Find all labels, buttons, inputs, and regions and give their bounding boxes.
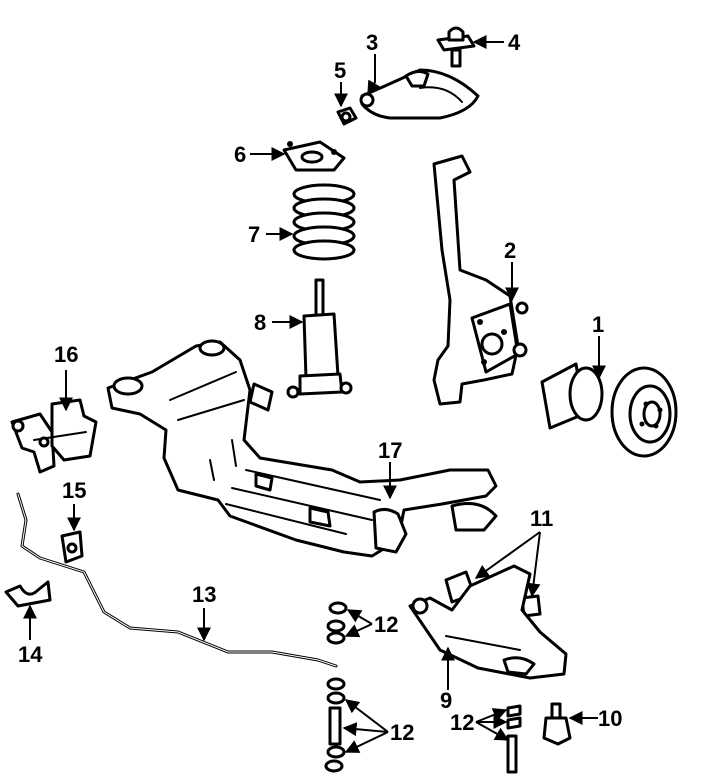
callout-5: 5 — [334, 58, 346, 83]
callout-11-leader-b — [526, 531, 541, 598]
link-bushings-upper-part — [326, 601, 348, 645]
front-crossmember-part — [106, 339, 498, 558]
callout-3-leader — [367, 54, 381, 96]
callout-17: 17 — [378, 438, 402, 463]
callout-12-right: 12 — [450, 710, 474, 735]
callout-12-bottom-leader-c — [344, 731, 389, 753]
lower-control-arm-part — [408, 564, 568, 680]
control-arm-bushing-part — [336, 106, 358, 126]
callout-13: 13 — [192, 582, 216, 607]
stabilizer-bar-part — [16, 492, 338, 668]
callout-12-top-leader-a — [346, 609, 373, 625]
coil-spring-part — [292, 183, 356, 261]
lower-ball-joint-part — [542, 702, 572, 746]
callout-12-right-leader-a — [475, 708, 508, 723]
ball-joint-fasteners-part — [506, 704, 522, 774]
callout-12-bottom-leader-a — [344, 699, 389, 733]
upper-control-arm-part — [359, 68, 480, 120]
stabilizer-bushing-part — [60, 530, 84, 564]
callout-3: 3 — [366, 30, 378, 55]
callout-14: 14 — [18, 642, 43, 667]
callout-16: 16 — [54, 342, 78, 367]
hub-and-rotor-part — [540, 362, 678, 458]
spring-insulator-part — [282, 140, 346, 172]
upper-ball-joint-part — [436, 26, 476, 68]
callout-8: 8 — [254, 310, 266, 335]
callout-10: 10 — [598, 706, 622, 731]
callout-15: 15 — [62, 478, 86, 503]
callout-12-top: 12 — [374, 612, 398, 637]
stabilizer-clamp-part — [4, 580, 52, 608]
link-kit-lower-part — [324, 677, 346, 773]
steering-knuckle-part — [432, 154, 529, 406]
callout-11: 11 — [530, 506, 553, 531]
callout-2: 2 — [504, 238, 516, 263]
callout-12-right-leader-c — [475, 721, 510, 741]
shock-absorber-part — [286, 278, 353, 399]
stabilizer-bracket-part — [10, 398, 98, 474]
callout-12-bottom-leader-b — [342, 722, 389, 737]
callout-12-top-leader-b — [344, 623, 373, 638]
callout-4: 4 — [508, 30, 521, 55]
callout-9: 9 — [440, 688, 452, 713]
callout-6: 6 — [234, 142, 246, 167]
callout-1: 1 — [592, 312, 604, 337]
callout-7: 7 — [248, 222, 260, 247]
callout-11-leader-a — [474, 531, 541, 579]
callout-12-bottom: 12 — [390, 720, 414, 745]
